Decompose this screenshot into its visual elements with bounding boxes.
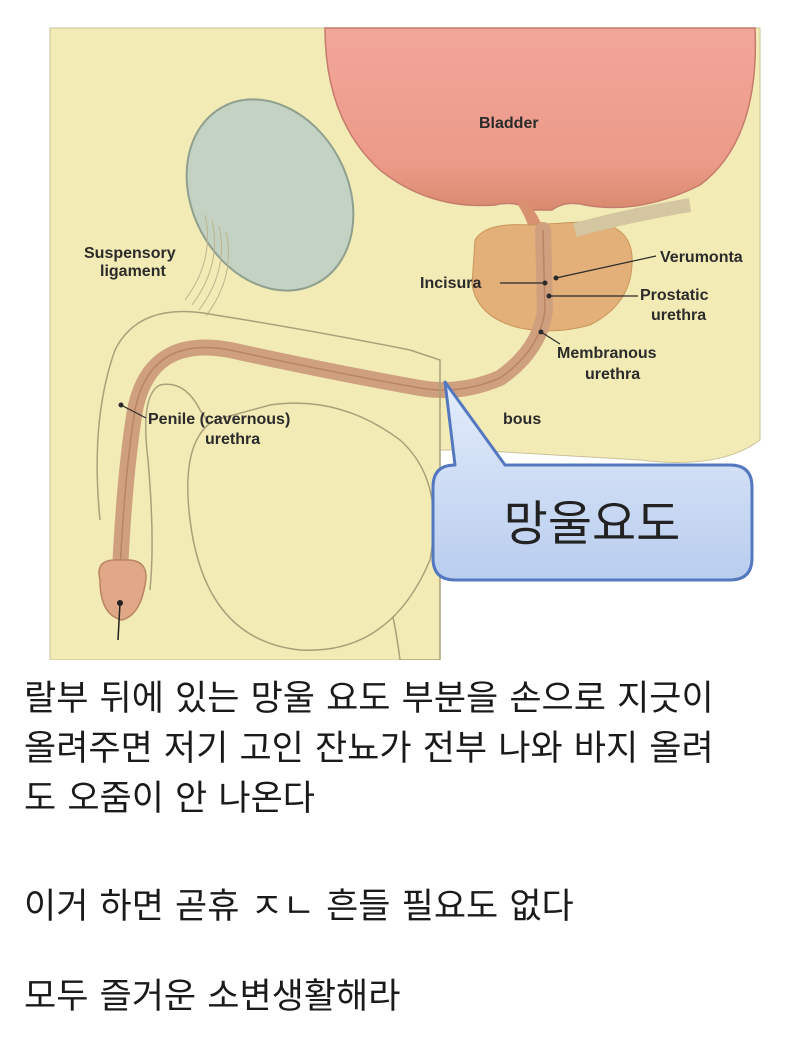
label-membranous-1: Membranous bbox=[557, 345, 657, 362]
label-suspensory-2: ligament bbox=[100, 263, 166, 280]
label-penile-2: urethra bbox=[205, 431, 260, 448]
callout-label: 망울요도 bbox=[504, 496, 681, 552]
paragraph-1-line-2: 올려주면 저기 고인 잔뇨가 전부 나와 바지 올려 bbox=[24, 729, 714, 769]
paragraph-2: 이거 하면 곧휴 ㅈㄴ 흔들 필요도 없다 bbox=[24, 887, 574, 927]
label-prostatic-1: Prostatic bbox=[640, 287, 709, 304]
label-bulbous-partial-1: bous bbox=[503, 411, 541, 428]
paragraph-3: 모두 즐거운 소변생활해라 bbox=[24, 977, 401, 1017]
label-verumontanum: Verumonta bbox=[660, 249, 743, 266]
scrotum bbox=[187, 402, 435, 651]
label-prostatic-2: urethra bbox=[651, 307, 706, 324]
label-bladder: Bladder bbox=[479, 115, 539, 132]
paragraph-1-line-1: 랄부 뒤에 있는 망울 요도 부분을 손으로 지긋이 bbox=[24, 679, 714, 719]
label-penile-1: Penile (cavernous) bbox=[148, 411, 290, 428]
label-membranous-2: urethra bbox=[585, 366, 640, 383]
paragraph-1-line-3: 도 오줌이 안 나온다 bbox=[24, 779, 315, 819]
glans bbox=[98, 559, 147, 621]
bladder bbox=[324, 27, 757, 211]
paragraph-1: 랄부 뒤에 있는 망울 요도 부분을 손으로 지긋이 올려주면 저기 고인 잔뇨… bbox=[24, 674, 714, 824]
label-suspensory-1: Suspensory bbox=[84, 245, 176, 262]
suspensory-ligament bbox=[184, 214, 229, 317]
callout-bubble bbox=[431, 380, 754, 582]
label-incisura: Incisura bbox=[420, 275, 481, 292]
anatomy-diagram: Bladder Suspensory ligament Verumonta In… bbox=[49, 27, 761, 660]
